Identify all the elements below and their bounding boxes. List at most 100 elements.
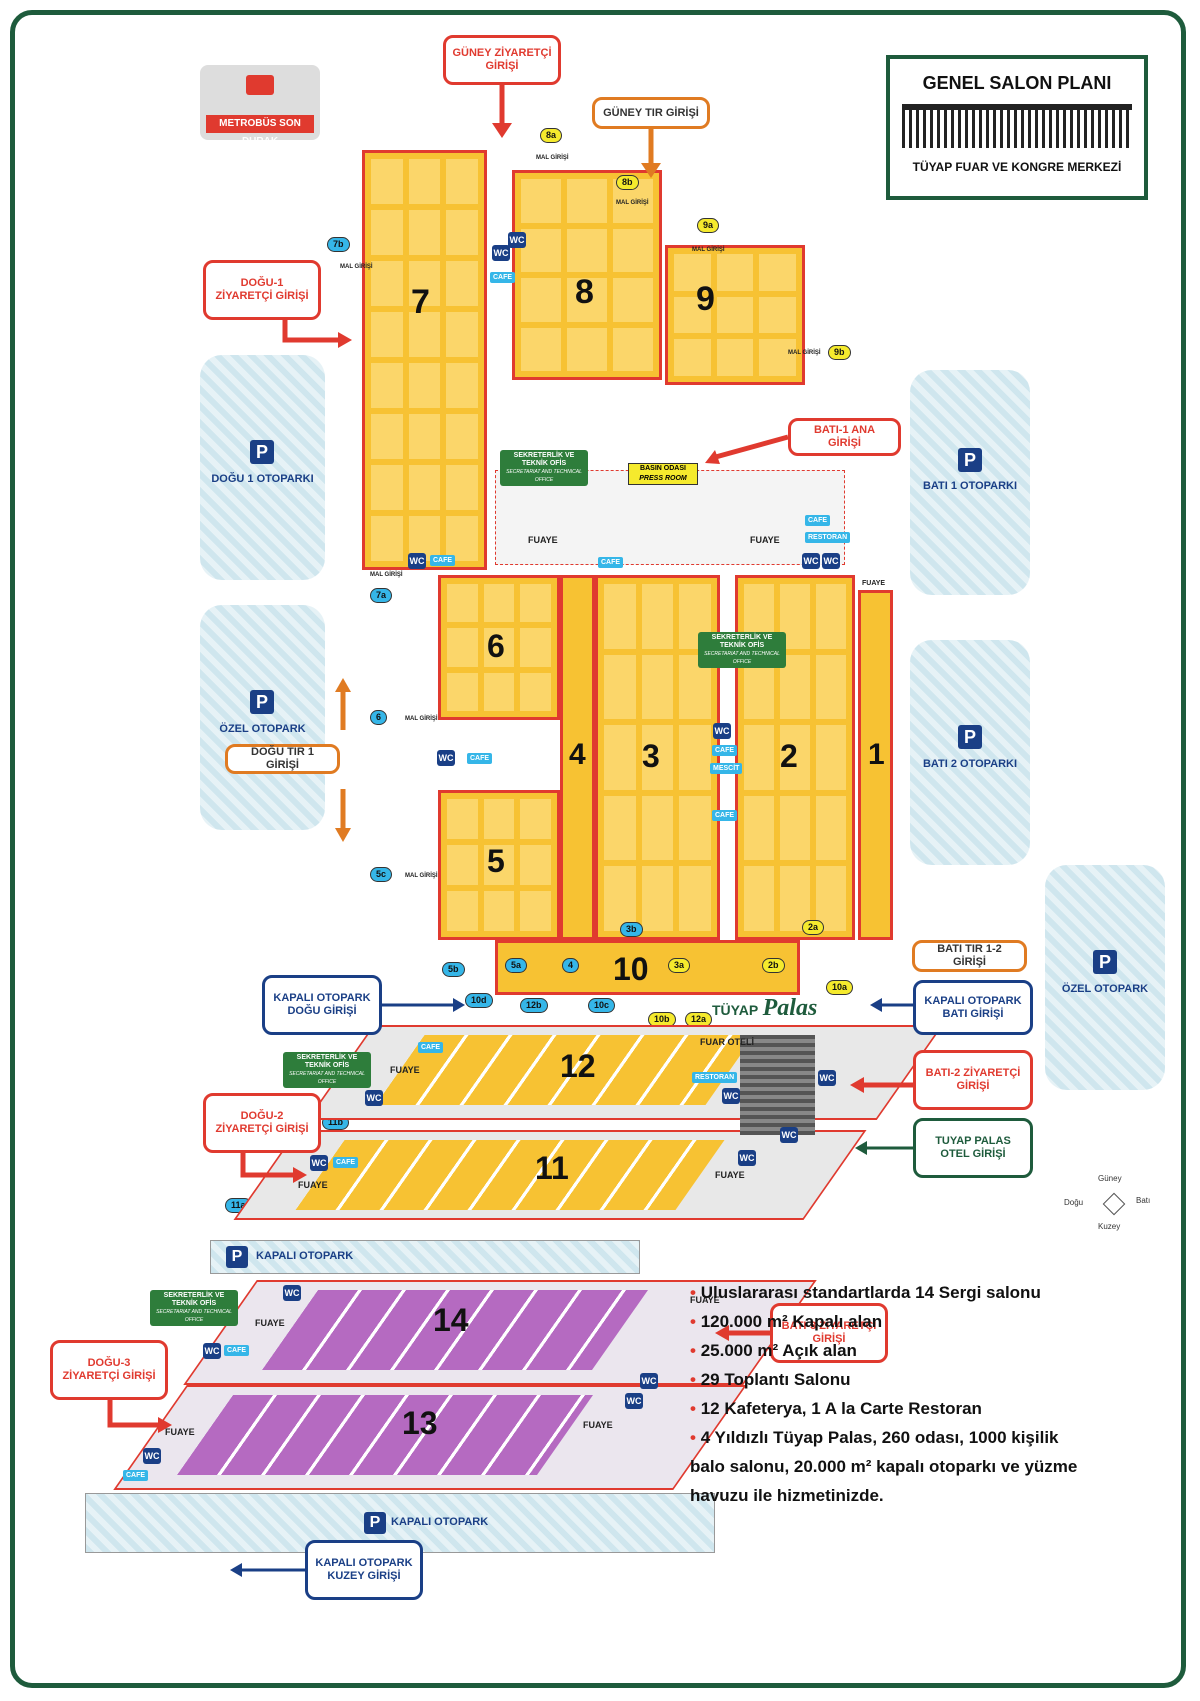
fuaye-label: FUAYE — [583, 1420, 613, 1430]
compass-rose-icon — [1102, 1192, 1126, 1216]
metrobus-stop: METROBÜS SON DURAK — [200, 65, 320, 147]
parking-icon: P — [250, 440, 274, 464]
mal-girisi-label: MAL GİRİŞİ — [405, 873, 438, 879]
cafe-icon: CAFE — [805, 515, 831, 526]
fuaye-label: FUAYE — [165, 1427, 195, 1437]
fact-item: • 25.000 m² Açık alan — [690, 1341, 857, 1360]
parking-dogu-1-label: DOĞU 1 OTOPARKI — [211, 473, 314, 485]
loading-tag-3a: 3a — [668, 958, 691, 973]
mal-girisi-label: MAL GİRİŞİ — [370, 572, 403, 578]
loading-tag-7b: 7b — [327, 237, 350, 252]
fact-item: • 4 Yıldızlı Tüyap Palas, 260 odası, 100… — [690, 1428, 1078, 1505]
hall-12-number: 12 — [560, 1048, 596, 1084]
parking-ozel-label: ÖZEL OTOPARK — [219, 723, 306, 735]
wc-icon: WC — [802, 553, 820, 569]
hall-4: 4 — [560, 575, 595, 940]
wc-icon: WC — [492, 245, 510, 261]
loading-tag-10d: 10d — [465, 993, 493, 1008]
loading-tag-7a: 7a — [370, 588, 393, 603]
wc-icon: WC — [408, 553, 426, 569]
fuaye-label: FUAYE — [390, 1065, 420, 1075]
kapali-otopark-1: P KAPALI OTOPARK — [210, 1240, 640, 1274]
compass: Güney Doğu Batı Kuzey — [1060, 1170, 1170, 1240]
loading-tag-5a: 5a — [505, 958, 528, 973]
fuaye-label: FUAYE — [298, 1180, 328, 1190]
callout-dogu1-ziyaretci: DOĞU-1 ZİYARETÇİ GİRİŞİ — [203, 260, 321, 320]
fact-item: • 29 Toplantı Salonu — [690, 1370, 851, 1389]
callout-kapali-otopark-bati: KAPALI OTOPARK BATI GİRİŞİ — [913, 980, 1033, 1035]
parking-ozel-bati-label: ÖZEL OTOPARK — [1061, 983, 1149, 995]
wc-icon: WC — [365, 1090, 383, 1106]
loading-tag-9b: 9b — [828, 345, 851, 360]
wc-icon: WC — [508, 232, 526, 248]
hall-9-number: 9 — [696, 280, 715, 318]
hall-6-number: 6 — [487, 628, 505, 664]
loading-tag-5c: 5c — [370, 867, 393, 882]
press-room-title: BASIN ODASI — [640, 465, 686, 472]
fuaye-label: FUAYE — [528, 535, 558, 545]
loading-tag-2a: 2a — [802, 920, 825, 935]
fact-item: • Uluslararası standartlarda 14 Sergi sa… — [690, 1283, 1041, 1302]
fact-item: • 120.000 m² Kapalı alan — [690, 1312, 883, 1331]
hall-8-number: 8 — [575, 273, 594, 311]
callout-guney-tir: GÜNEY TIR GİRİŞİ — [592, 97, 710, 129]
parking-bati-1-label: BATI 1 OTOPARKI — [922, 480, 1018, 492]
loading-tag-4: 4 — [562, 958, 580, 973]
hall-9: 9 — [665, 245, 805, 385]
callout-kapali-otopark-kuzey: KAPALI OTOPARK KUZEY GİRİŞİ — [305, 1540, 423, 1600]
cafe-icon: CAFE — [224, 1345, 250, 1356]
callout-dogu3-ziyaretci: DOĞU-3 ZİYARETÇİ GİRİŞİ — [50, 1340, 168, 1400]
wc-icon: WC — [822, 553, 840, 569]
mal-girisi-label: MAL GİRİŞİ — [616, 200, 649, 206]
callout-dogu-tir1: DOĞU TIR 1 GİRİŞİ — [225, 744, 340, 774]
callout-bati3-ziyaretci: BATI-3 ZİYARETÇİ GİRİŞİ — [770, 1303, 888, 1363]
hall-13-number: 13 — [402, 1405, 438, 1441]
loading-tag-8b: 8b — [616, 175, 639, 190]
wc-icon: WC — [143, 1448, 161, 1464]
hotel-name: Palas — [762, 995, 818, 1021]
map-title: GENEL SALON PLANI — [922, 73, 1112, 93]
loading-tag-2b: 2b — [762, 958, 785, 973]
callout-bati1-ana: BATI-1 ANA GİRİŞİ — [788, 418, 901, 456]
parking-icon: P — [958, 448, 982, 472]
hall-6: 6 — [438, 575, 560, 720]
kapali-otopark-1-label: KAPALI OTOPARK — [256, 1250, 354, 1262]
cafe-icon: CAFE — [333, 1157, 359, 1168]
wc-icon: WC — [437, 750, 455, 766]
hall-4-number: 4 — [569, 738, 586, 771]
hotel-tower — [740, 1035, 815, 1135]
hall-11-number: 11 — [535, 1150, 569, 1186]
parking-bati-2-label: BATI 2 OTOPARKI — [922, 758, 1018, 770]
wc-icon: WC — [713, 723, 731, 739]
callout-kapali-otopark-dogu: KAPALI OTOPARK DOĞU GİRİŞİ — [262, 975, 382, 1035]
callout-guney-ziyaretci: GÜNEY ZİYARETÇİ GİRİŞİ — [443, 35, 561, 85]
wc-icon: WC — [738, 1150, 756, 1166]
mal-girisi-label: MAL GİRİŞİ — [340, 264, 373, 270]
cafe-icon: CAFE — [430, 555, 456, 566]
hall-1-number: 1 — [868, 738, 885, 771]
restaurant-icon: RESTORAN — [692, 1072, 738, 1083]
wc-icon: WC — [203, 1343, 221, 1359]
mal-girisi-label: MAL GİRİŞİ — [536, 155, 569, 161]
facts-list: • Uluslararası standartlarda 14 Sergi sa… — [690, 1278, 1090, 1510]
parking-icon: P — [958, 725, 982, 749]
hall-2: 2 — [735, 575, 855, 940]
mal-girisi-label: MAL GİRİŞİ — [788, 350, 821, 356]
title-box: GENEL SALON PLANI TÜYAP FUAR VE KONGRE M… — [886, 55, 1148, 200]
wc-icon: WC — [310, 1155, 328, 1171]
cafe-icon: CAFE — [598, 557, 624, 568]
fuaye-label: FUAYE — [255, 1318, 285, 1328]
parking-ozel-bati: P ÖZEL OTOPARK — [1045, 865, 1165, 1090]
parking-icon: P — [250, 690, 274, 714]
hall-10-number: 10 — [613, 951, 649, 987]
hall-10: 10 — [495, 940, 800, 995]
callout-bati-tir12: BATI TIR 1-2 GİRİŞİ — [912, 940, 1027, 972]
map-subtitle: TÜYAP FUAR VE KONGRE MERKEZİ — [912, 160, 1122, 174]
parking-bati-1: P BATI 1 OTOPARKI — [910, 370, 1030, 595]
cafe-icon: CAFE — [467, 753, 493, 764]
metrobus-label: METROBÜS SON DURAK — [206, 115, 314, 147]
